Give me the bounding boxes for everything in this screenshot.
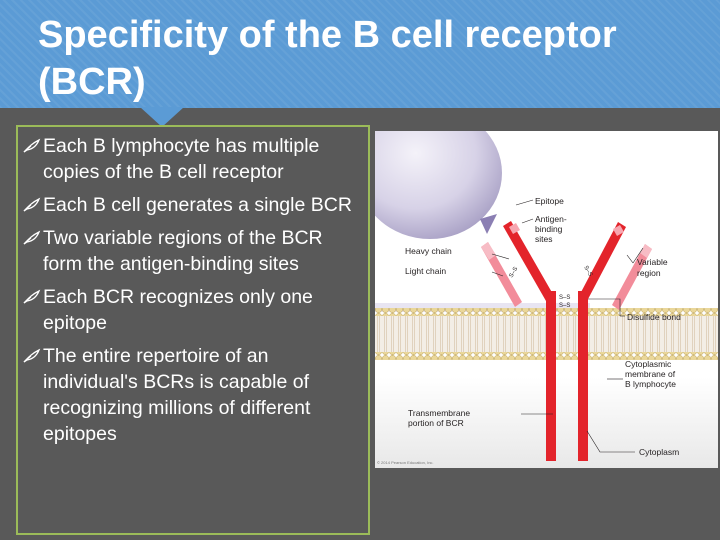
label-cytoplasmic-membrane: Cytoplasmic (625, 359, 672, 369)
bullet-item: The entire repertoire of an individual's… (22, 343, 367, 447)
bullet-item: Each B lymphocyte has multiple copies of… (22, 133, 367, 185)
bullet-text: Each B cell generates a single BCR (43, 194, 352, 216)
bullet-item: Each B cell generates a single BCR (22, 192, 367, 218)
figure-copyright: © 2014 Pearson Education, Inc. (377, 460, 434, 465)
bullet-text: The entire repertoire of an individual's… (43, 345, 311, 445)
feather-icon (22, 348, 41, 364)
slide-title: Specificity of the B cell receptor (BCR) (38, 14, 617, 103)
heavy-chain (503, 221, 626, 461)
label-epitope: Epitope (535, 196, 564, 206)
label-transmembrane: portion of BCR (408, 418, 464, 428)
bcr-diagram: S–S S–S S–S S–S Epitope Antigen- binding… (375, 131, 718, 468)
label-cytoplasm: Cytoplasm (639, 447, 679, 457)
bullet-item: Each BCR recognizes only one epitope (22, 284, 367, 336)
ss-label: S–S (509, 266, 520, 279)
antigen-shape (375, 131, 502, 239)
label-variable-region: region (637, 268, 661, 278)
label-transmembrane: Transmembrane (408, 408, 470, 418)
feather-icon (22, 197, 41, 213)
ss-label: S–S (582, 265, 593, 278)
disulfide-bonds: S–S S–S S–S S–S (509, 265, 594, 309)
feather-icon (22, 289, 41, 305)
label-antigen-binding: sites (535, 234, 552, 244)
bullet-item: Two variable regions of the BCR form the… (22, 225, 367, 277)
bullet-text-box (16, 125, 370, 535)
bullet-list: Each B lymphocyte has multiple copies of… (22, 133, 367, 454)
bullet-text: Each BCR recognizes only one epitope (43, 286, 313, 334)
feather-icon (22, 230, 41, 246)
title-notch (140, 107, 184, 127)
bullet-text: Each B lymphocyte has multiple copies of… (43, 135, 320, 183)
label-antigen-binding: Antigen- (535, 214, 567, 224)
ss-label: S–S (559, 303, 570, 309)
light-chain (481, 242, 652, 310)
label-cytoplasmic-membrane: membrane of (625, 369, 676, 379)
feather-icon (22, 138, 41, 154)
label-disulfide-bond: Disulfide bond (627, 312, 681, 322)
label-antigen-binding: binding (535, 224, 563, 234)
bullet-text: Two variable regions of the BCR form the… (43, 227, 323, 275)
ss-label: S–S (559, 295, 570, 301)
label-variable-region: Variable (637, 257, 668, 267)
label-heavy-chain: Heavy chain (405, 246, 452, 256)
title-bar: Specificity of the B cell receptor (BCR) (0, 0, 720, 108)
label-cytoplasmic-membrane: B lymphocyte (625, 379, 676, 389)
label-leader-lines (491, 199, 644, 453)
label-light-chain: Light chain (405, 266, 446, 276)
